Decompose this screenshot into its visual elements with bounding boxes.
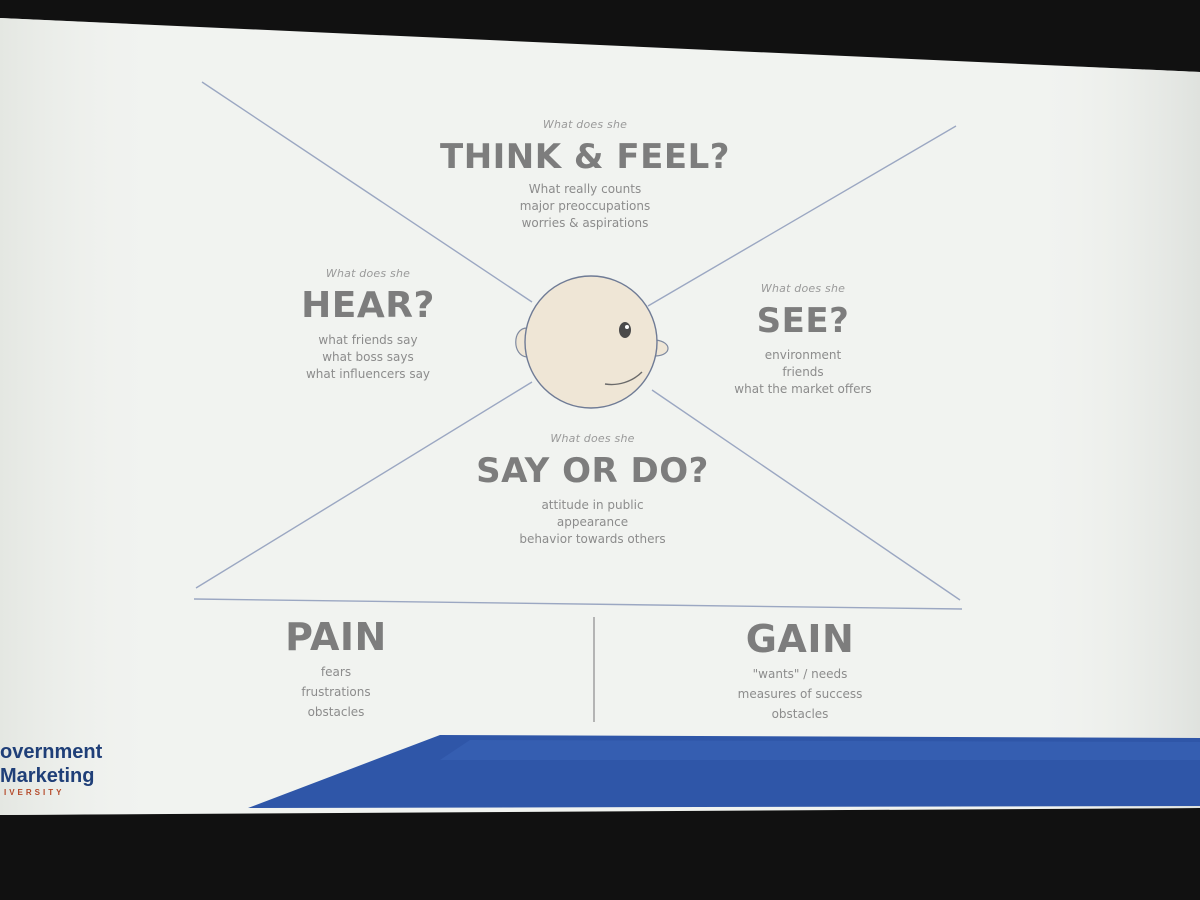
say-do-item: attitude in public	[541, 498, 644, 512]
logo-line-2: Marketing	[0, 765, 95, 787]
hear-question: What does she	[325, 267, 411, 280]
say-do-title: SAY OR DO?	[476, 451, 709, 491]
hear-title: HEAR?	[301, 285, 435, 326]
horizontal-divider	[193, 598, 963, 610]
hear-block: What does she HEAR? what friends say wha…	[268, 267, 468, 383]
see-item: what the market offers	[734, 382, 872, 396]
diagonal-line-bottom-left	[195, 381, 533, 589]
pain-item: obstacles	[307, 705, 365, 719]
logo-line-3: IVERSITY	[4, 788, 65, 797]
hear-item: what friends say	[318, 333, 418, 347]
see-items: environment friends what the market offe…	[713, 347, 893, 398]
say-do-item: appearance	[556, 515, 629, 529]
say-do-question: What does she	[550, 432, 635, 445]
think-feel-item: worries & aspirations	[521, 216, 649, 230]
pain-items: fears frustrations obstacles	[256, 662, 416, 722]
gain-item: "wants" / needs	[752, 667, 848, 681]
say-do-block: What does she SAY OR DO? attitude in pub…	[455, 432, 730, 548]
think-feel-item: major preoccupations	[519, 199, 651, 213]
say-do-items: attitude in public appearance behavior t…	[455, 497, 730, 548]
see-item: environment	[764, 348, 842, 362]
logo-line-1: overnment	[0, 741, 103, 763]
hear-items: what friends say what boss says what inf…	[268, 332, 468, 383]
diagonal-line-top-left	[201, 81, 533, 303]
think-feel-question: What does she	[542, 118, 628, 131]
pain-item: fears	[320, 665, 352, 679]
think-feel-block: What does she THINK & FEEL? What really …	[430, 118, 740, 232]
hear-item: what influencers say	[305, 367, 431, 381]
diagonal-line-top-right	[647, 125, 957, 307]
see-question: What does she	[760, 282, 846, 295]
think-feel-item: What really counts	[528, 182, 642, 196]
say-do-item: behavior towards others	[519, 532, 666, 546]
government-marketing-logo: overnment Marketing IVERSITY	[0, 740, 120, 797]
see-item: friends	[782, 365, 824, 379]
pain-title: PAIN	[285, 615, 387, 659]
gain-items: "wants" / needs measures of success obst…	[705, 664, 895, 724]
gain-item: obstacles	[771, 707, 829, 721]
see-title: SEE?	[756, 301, 850, 341]
think-feel-title: THINK & FEEL?	[440, 137, 730, 177]
gain-item: measures of success	[737, 687, 863, 701]
pain-block: PAIN fears frustrations obstacles	[256, 612, 416, 722]
head-icon	[515, 275, 669, 409]
gain-title: GAIN	[745, 617, 855, 661]
pain-item: frustrations	[301, 685, 371, 699]
see-block: What does she SEE? environment friends w…	[713, 282, 893, 398]
diagonal-line-bottom-right	[651, 389, 961, 601]
think-feel-items: What really counts major preoccupations …	[430, 181, 740, 232]
gain-block: GAIN "wants" / needs measures of success…	[705, 614, 895, 724]
hear-item: what boss says	[322, 350, 414, 364]
